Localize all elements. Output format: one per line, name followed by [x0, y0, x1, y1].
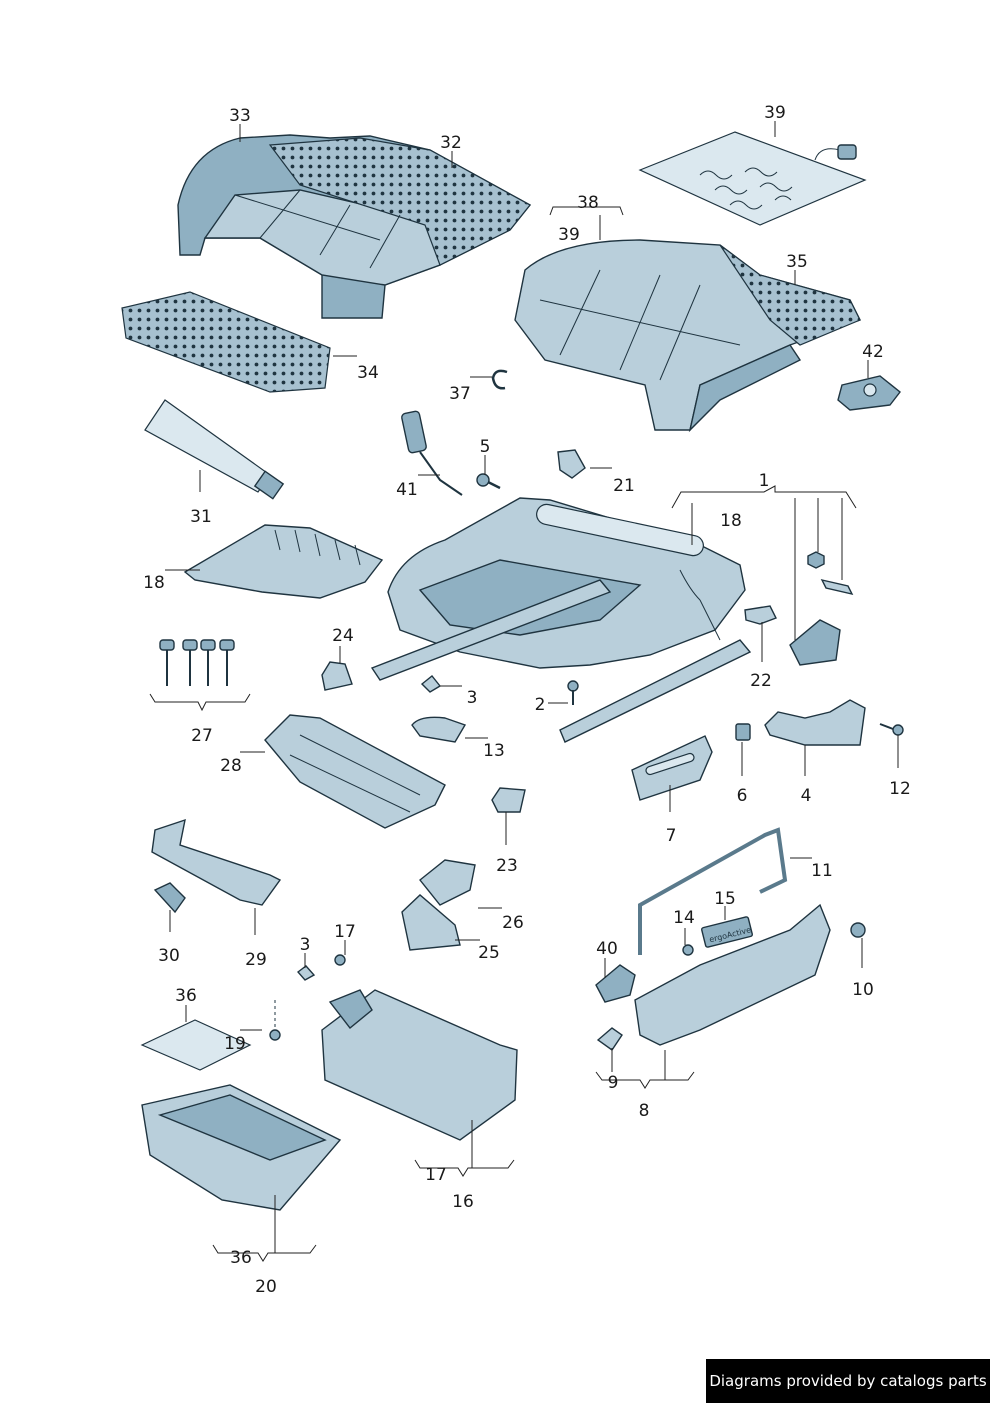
screw-part-12	[879, 723, 904, 736]
bracket-part-21	[557, 449, 586, 479]
callout-10: 10	[852, 980, 874, 1000]
callout-4: 4	[801, 786, 812, 806]
side-panel-part-8	[634, 903, 831, 1046]
front-foam-pad-part	[121, 291, 331, 393]
bracket-part-26	[419, 859, 476, 906]
callout-29: 29	[245, 950, 267, 970]
callout-34: 34	[357, 363, 379, 383]
bracket-part-42	[837, 375, 901, 411]
belt-guide-part-25	[401, 894, 461, 951]
callout-11: 11	[811, 861, 833, 881]
callout-42: 42	[862, 342, 884, 362]
callout-18: 18	[143, 573, 165, 593]
frame-tube-part-11	[638, 827, 788, 955]
callout-35: 35	[786, 252, 808, 272]
callout-30: 30	[158, 946, 180, 966]
seat-cover-part	[514, 239, 861, 433]
callout-5: 5	[480, 437, 491, 457]
trim-strip-part-29	[151, 818, 282, 906]
callout-16: 16	[452, 1192, 474, 1212]
callout-23: 23	[496, 856, 518, 876]
liner-part-36	[140, 1019, 252, 1071]
callout-28: 28	[220, 756, 242, 776]
screw-part-19	[269, 1000, 281, 1041]
clip-part-9	[596, 1027, 623, 1051]
seat-heating-pad-part	[638, 131, 867, 226]
callout-22: 22	[750, 671, 772, 691]
callout-31: 31	[190, 507, 212, 527]
bracket-part-24	[321, 661, 353, 691]
callout-38: 38	[577, 193, 599, 213]
callout-24: 24	[332, 626, 354, 646]
seat-pan-mat-part	[183, 524, 384, 599]
callout-27: 27	[191, 726, 213, 746]
seat-frame-assembly-part	[370, 497, 752, 743]
clip-part-3-lower	[296, 965, 316, 981]
screw-set-part-27	[159, 639, 235, 686]
cap-part-22	[744, 605, 777, 625]
leader-lines	[149, 121, 899, 1262]
callout-12: 12	[889, 779, 911, 799]
callout-32: 32	[440, 133, 462, 153]
bracket-part-40	[595, 964, 636, 1003]
bracket-part-4	[764, 699, 866, 746]
trim-part-13	[411, 716, 467, 743]
storage-box-frame-part-16	[321, 989, 518, 1141]
callout-39: 39	[764, 103, 786, 123]
callout-39: 39	[558, 225, 580, 245]
callout-13: 13	[483, 741, 505, 761]
screw-part-2	[567, 680, 579, 705]
nut-bolt-set-part-1	[789, 551, 854, 666]
callout-2: 2	[535, 695, 546, 715]
callout-8: 8	[639, 1101, 650, 1121]
attribution-footer: Diagrams provided by catalogs parts	[706, 1359, 990, 1403]
clip-part-3-upper	[420, 675, 442, 693]
ergoactive-badge-part-15: ergoActive	[701, 916, 753, 948]
screw-part-14	[682, 944, 694, 956]
rivet-part-10	[850, 922, 866, 938]
callout-15: 15	[714, 889, 736, 909]
seat-belt-buckle-part	[401, 410, 463, 496]
adhesive-tube-part	[144, 399, 285, 500]
screw-part-17	[334, 954, 346, 966]
callout-41: 41	[396, 480, 418, 500]
callout-37: 37	[449, 384, 471, 404]
callout-19: 19	[224, 1034, 246, 1054]
clip-part-30	[153, 882, 186, 914]
callout-6: 6	[737, 786, 748, 806]
callout-21: 21	[613, 476, 635, 496]
screw-part-5	[476, 473, 501, 490]
callout-36: 36	[175, 986, 197, 1006]
callout-3: 3	[300, 935, 311, 955]
base-plate-part-28	[264, 714, 446, 829]
callout-3: 3	[467, 688, 478, 708]
callout-17: 17	[334, 922, 356, 942]
callout-18: 18	[720, 511, 742, 531]
callout-26: 26	[502, 913, 524, 933]
clip-part-6	[735, 723, 751, 741]
callout-17: 17	[425, 1165, 447, 1185]
callout-20: 20	[255, 1277, 277, 1297]
seat-cushion-foam-part	[177, 134, 532, 319]
callout-14: 14	[673, 908, 695, 928]
callout-25: 25	[478, 943, 500, 963]
callout-40: 40	[596, 939, 618, 959]
bracket-part-23	[491, 787, 526, 813]
callout-36: 36	[230, 1248, 252, 1268]
callout-7: 7	[666, 826, 677, 846]
callout-1: 1	[759, 471, 770, 491]
clip-part-37	[491, 369, 508, 390]
callout-labels: 33 32 39 38 39 35 34 42 37 31 5 41 21 1 …	[143, 103, 911, 1297]
callout-33: 33	[229, 106, 251, 126]
callout-9: 9	[608, 1073, 619, 1093]
